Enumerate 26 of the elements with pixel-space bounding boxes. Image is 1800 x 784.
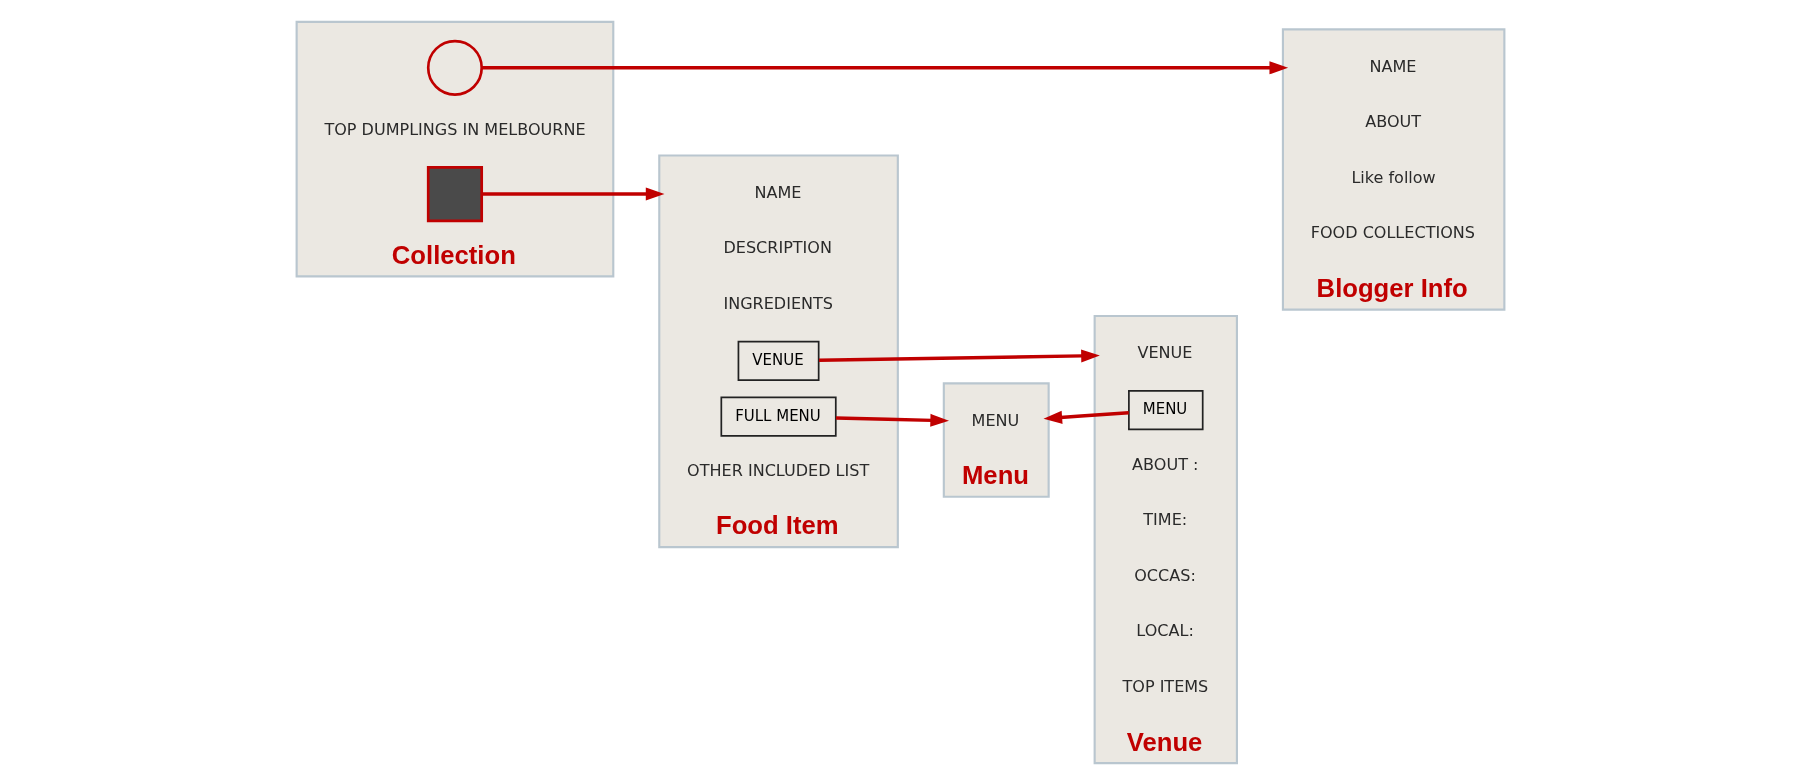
label: DESCRIPTION — [722, 237, 832, 257]
label: OCCAS: — [1133, 565, 1196, 585]
label: TIME: — [1142, 509, 1187, 529]
arrow — [835, 413, 949, 427]
arrow — [481, 60, 1288, 74]
node-box — [426, 165, 483, 222]
node-box: FULL MENU — [719, 395, 837, 437]
label: MENU — [971, 410, 1019, 430]
label: ABOUT : — [1131, 454, 1198, 474]
label: TOP DUMPLINGS IN MELBOURNE — [323, 119, 586, 139]
label: NAME — [753, 182, 801, 202]
label: NAME — [1369, 56, 1416, 76]
label: INGREDIENTS — [722, 293, 833, 313]
node-box: MENU — [1127, 389, 1204, 430]
node-box: VENUE — [737, 340, 820, 381]
label: OTHER INCLUDED LIST — [686, 460, 869, 480]
node-circle — [426, 39, 483, 96]
label: VENUE — [1136, 342, 1192, 362]
label: TOP ITEMS — [1121, 676, 1208, 696]
label: LOCAL: — [1135, 620, 1194, 640]
arrow — [1043, 410, 1129, 424]
label: ABOUT — [1364, 111, 1421, 131]
label: Like follow — [1350, 167, 1436, 187]
arrow — [818, 348, 1100, 362]
label: FOOD COLLECTIONS — [1310, 222, 1475, 242]
arrow — [481, 187, 664, 201]
